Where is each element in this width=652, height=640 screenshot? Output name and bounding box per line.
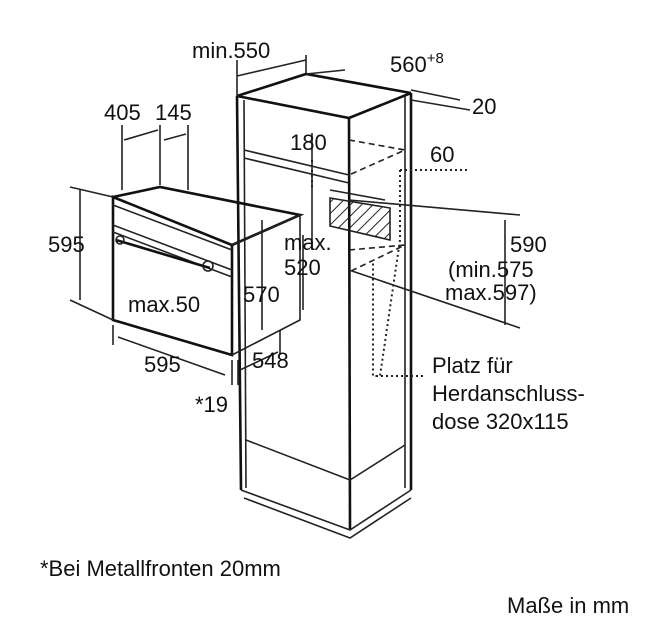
- dim-min-550: min.550: [192, 38, 270, 63]
- dim-548: 548: [252, 348, 289, 373]
- dim-405: 405: [104, 100, 141, 125]
- dim-145: 145: [155, 100, 192, 125]
- dim-20: 20: [472, 94, 496, 119]
- dimension-lines: [69, 55, 521, 385]
- footnote: *Bei Metallfronten 20mm: [40, 556, 281, 581]
- dim-max-597: max.597): [445, 280, 537, 305]
- dim-595-height: 595: [48, 232, 85, 257]
- units-note: Maße in mm: [507, 593, 629, 618]
- dim-60: 60: [430, 142, 454, 167]
- callout-line-2: Herdanschluss-: [432, 381, 585, 406]
- dim-560: 560+8: [390, 50, 444, 77]
- dim-595-width: 595: [144, 352, 181, 377]
- dim-180: 180: [290, 130, 327, 155]
- oven: [111, 185, 305, 357]
- dim-max-label: max.: [284, 230, 332, 255]
- dim-min-575: (min.575: [448, 257, 534, 282]
- dim-590: 590: [510, 232, 547, 257]
- socket-dotted-outline: [372, 170, 401, 377]
- callout-line-1: Platz für: [432, 353, 513, 378]
- socket-hatched-area: [329, 197, 391, 242]
- callout-line-3: dose 320x115: [432, 409, 569, 434]
- dim-19: *19: [195, 392, 228, 417]
- dim-520: 520: [284, 255, 321, 280]
- dim-max-50: max.50: [128, 292, 200, 317]
- dim-570: 570: [243, 282, 280, 307]
